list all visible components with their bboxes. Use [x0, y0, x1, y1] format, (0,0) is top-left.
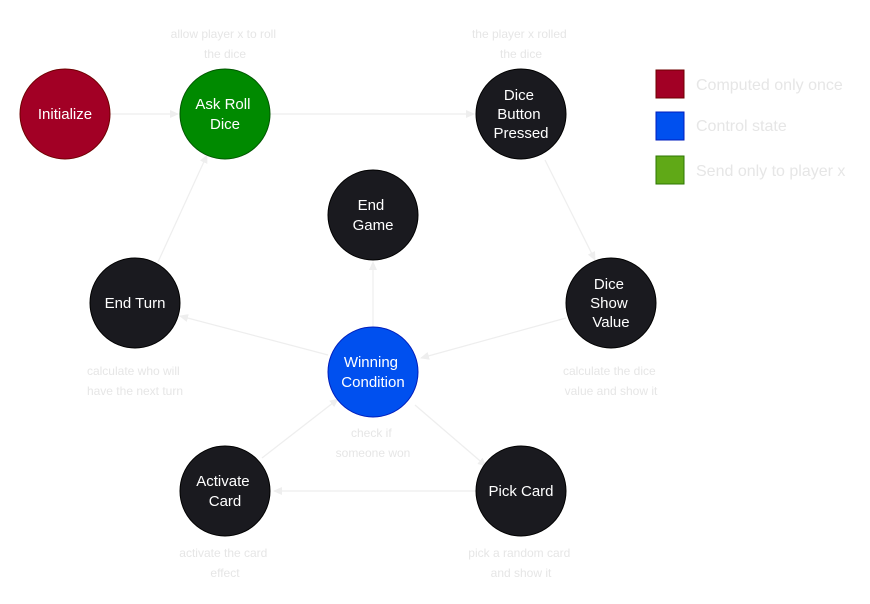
svg-text:Dice Show Value: Dice Show Value — [590, 276, 632, 331]
edge-end-turn-to-ask-roll — [157, 154, 208, 263]
activate-card-label-2: Card — [209, 493, 242, 510]
dice-show-value-circle — [565, 257, 657, 349]
node-ask-roll-dice: Ask Roll Dice — [179, 68, 271, 160]
svg-text:Winning Condition: Winning Condition — [341, 354, 404, 391]
end-turn-label: End Turn — [105, 295, 166, 312]
end-game-circle — [327, 169, 419, 261]
note-winning-line-1: check if — [351, 426, 392, 440]
node-end-game: End Game — [327, 169, 419, 261]
note-dice-button-line-2: the dice — [500, 47, 542, 61]
svg-text:End Turn: End Turn — [105, 295, 166, 312]
edge-winning-to-pick-card — [414, 404, 487, 467]
ask-roll-dice-label-1: Ask Roll — [195, 96, 250, 113]
dice-show-value-label-3: Value — [592, 314, 629, 331]
end-turn-circle — [89, 257, 181, 349]
dice-show-value-label-1: Dice — [594, 276, 624, 293]
note-activate: activate the card effect — [179, 546, 270, 580]
node-initialize: Initialize — [19, 68, 111, 160]
svg-text:Ask Roll Dice: Ask Roll Dice — [195, 96, 254, 133]
node-winning-condition: Winning Condition — [327, 326, 419, 418]
note-pick-card: pick a random card and show it — [468, 546, 573, 580]
dice-show-value-label-2: Show — [590, 295, 628, 312]
legend-swatch-computed-once — [655, 69, 685, 99]
dice-button-pressed-label-3: Pressed — [493, 125, 548, 142]
end-game-label-1: End — [358, 197, 385, 214]
end-game-label-2: Game — [353, 217, 394, 234]
initialize-circle — [19, 68, 111, 160]
note-activate-line-2: effect — [210, 566, 240, 580]
note-end-turn-line-2: have the next turn — [87, 384, 183, 398]
ask-roll-dice-circle — [179, 68, 271, 160]
edge-activate-to-winning — [261, 398, 339, 459]
svg-text:Initialize: Initialize — [38, 106, 92, 123]
node-dice-show-value: Dice Show Value — [565, 257, 657, 349]
note-dice-button: the player x rolled the dice — [472, 27, 570, 61]
note-dice-show-line-1: calculate the dice — [563, 364, 656, 378]
note-pick-card-line-1: pick a random card — [468, 546, 570, 560]
note-pick-card-line-2: and show it — [491, 566, 552, 580]
winning-condition-label-1: Winning — [344, 354, 398, 371]
legend-swatch-send-only — [655, 155, 685, 185]
edge-dice-button-to-dice-show — [544, 159, 596, 261]
node-end-turn: End Turn — [89, 257, 181, 349]
note-winning: check if someone won — [336, 426, 411, 460]
note-dice-show-line-2: value and show it — [565, 384, 658, 398]
note-ask-roll-line-2: the dice — [204, 47, 246, 61]
pick-card-circle — [475, 445, 567, 537]
note-ask-roll: allow player x to roll the dice — [171, 27, 280, 61]
note-dice-show: calculate the dice value and show it — [563, 364, 659, 398]
winning-condition-label-2: Condition — [341, 374, 404, 391]
node-pick-card: Pick Card — [475, 445, 567, 537]
edge-winning-to-end-turn — [179, 314, 329, 356]
legend-label-control-state: Control state — [696, 118, 787, 135]
dice-button-pressed-label-1: Dice — [504, 87, 534, 104]
svg-text:Activate Card: Activate Card — [196, 473, 254, 510]
legend-label-computed-once: Computed only once — [696, 77, 843, 94]
svg-text:End Game: End Game — [353, 197, 394, 234]
node-activate-card: Activate Card — [179, 445, 271, 537]
legend: Computed only once Control state Send on… — [655, 69, 845, 185]
note-dice-button-line-1: the player x rolled — [472, 27, 567, 41]
activate-card-circle — [179, 445, 271, 537]
svg-text:Dice Button Presse: Dice Button Pressed — [493, 87, 548, 142]
note-ask-roll-line-1: allow player x to roll — [171, 27, 276, 41]
dice-button-pressed-circle — [475, 68, 567, 160]
svg-text:Pick Card: Pick Card — [488, 483, 553, 500]
note-activate-line-1: activate the card — [179, 546, 267, 560]
ask-roll-dice-label-2: Dice — [210, 116, 240, 133]
legend-label-send-only: Send only to player x — [696, 163, 845, 180]
activate-card-label-1: Activate — [196, 473, 249, 490]
pick-card-label: Pick Card — [488, 483, 553, 500]
winning-condition-circle — [327, 326, 419, 418]
dice-button-pressed-label-2: Button — [497, 106, 540, 123]
edge-dice-show-to-winning — [420, 317, 567, 360]
legend-swatch-control-state — [655, 111, 685, 141]
node-dice-button-pressed: Dice Button Pressed — [475, 68, 567, 160]
note-end-turn-line-1: calculate who will — [87, 364, 180, 378]
note-winning-line-2: someone won — [336, 446, 411, 460]
note-end-turn: calculate who will have the next turn — [87, 364, 183, 398]
initialize-label: Initialize — [38, 106, 92, 123]
edges — [110, 110, 596, 495]
